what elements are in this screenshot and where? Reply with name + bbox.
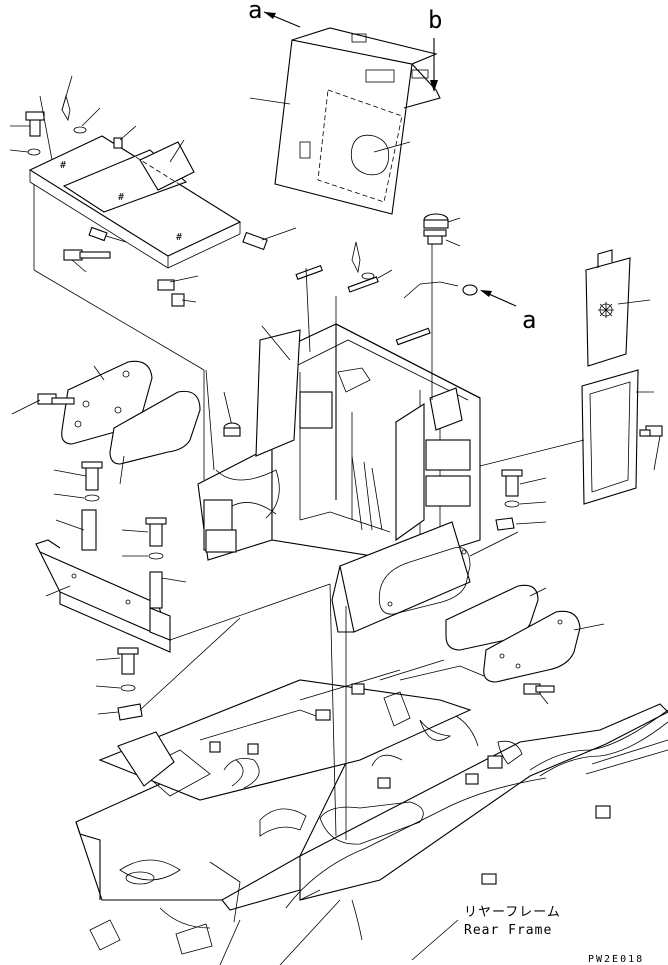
rear-frame [75, 583, 668, 965]
figure-code: PW2E018 [588, 954, 644, 965]
cab-frame-leaders [205, 244, 459, 471]
left-side-cover [11, 360, 241, 485]
cab-frame [197, 323, 481, 563]
caption-leader [411, 919, 459, 961]
callout-arrow-b-top [430, 38, 438, 92]
floor-plate-leaders [9, 75, 297, 480]
floor-plate-bolts [25, 94, 268, 307]
right-window-filter [585, 249, 651, 367]
right-lower-panel [331, 439, 605, 705]
callout-a-top: a [248, 0, 262, 24]
callout-a-right: a [522, 306, 536, 334]
caption-japanese: リヤーフレーム [464, 905, 561, 920]
floor-plate: # # # [28, 135, 242, 269]
top-cover-leaders [249, 97, 411, 153]
callout-arrow-a-top [263, 11, 301, 28]
top-cover-panel [274, 27, 441, 215]
floor-plate-mark-2: # [118, 192, 126, 203]
floor-plate-mark-3: # [176, 232, 184, 243]
callout-b-top: b [428, 6, 442, 34]
cab-frame-bars [295, 241, 431, 346]
upper-right-bolts [423, 213, 478, 296]
floor-plate-mark: # [60, 160, 68, 171]
left-lower-bolts [95, 617, 241, 721]
left-lower-bracket [35, 461, 331, 653]
caption-english: Rear Frame [464, 923, 552, 938]
right-window-frame [581, 369, 663, 505]
callout-arrow-a-right [480, 290, 517, 307]
